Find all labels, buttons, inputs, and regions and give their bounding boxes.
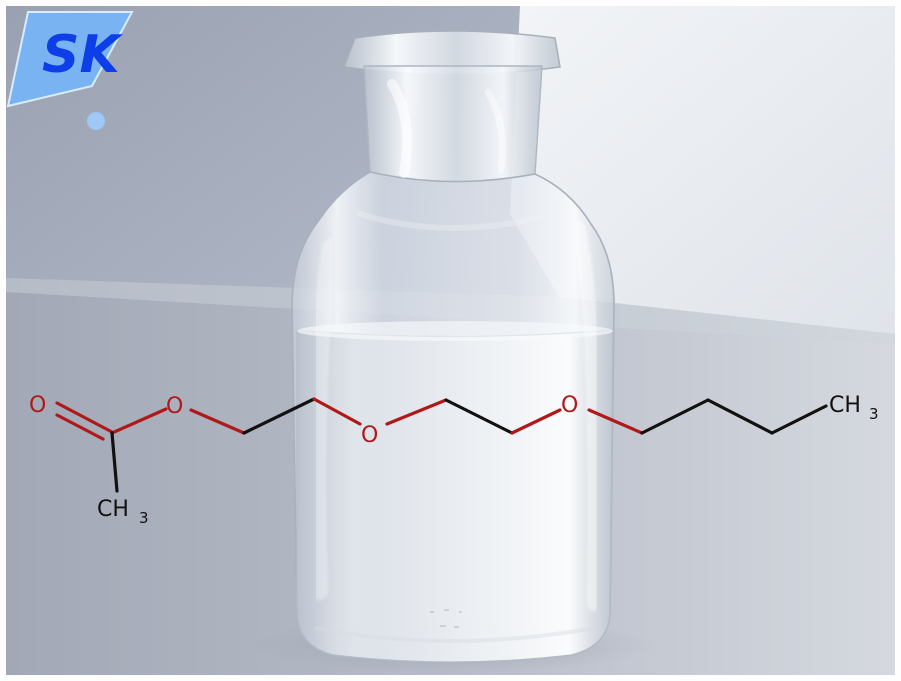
bottle-base-line [314,626,595,643]
shoulder-highlight [357,211,557,231]
neck-highlight-right [484,88,506,174]
ether-bond-2 [385,398,448,426]
methyl-bond-left [110,431,119,493]
logo-dot [87,112,105,130]
ester-oxygen-bond-right [189,408,246,435]
ether-bond-1 [312,397,362,426]
triangle-logo-icon [6,11,134,108]
ethylene-bond-2 [444,398,514,435]
body-highlight-left [308,239,340,600]
ether-bond-3 [510,408,562,435]
right-methyl-subscript: 3 [869,405,879,423]
right-ether-oxygen-label: O [561,393,578,418]
body-highlight-right [571,221,602,611]
ether-bond-4 [587,408,644,435]
ester-bond-left [110,407,168,435]
butyl-bond-1 [640,398,710,435]
carbonyl-oxygen-label: O [29,393,46,418]
middle-ether-oxygen-label: O [361,423,378,448]
bottle-base-marks [430,609,462,628]
liquid-surface-highlight [297,321,613,341]
logo-text: SK [42,25,123,85]
ethylene-bond-1 [242,397,316,435]
glass-bottle [291,30,615,663]
right-methyl-label: CH [829,393,861,418]
left-methyl-subscript: 3 [139,509,149,527]
carbonyl-bond-upper [55,401,114,434]
carbonyl-bond-lower [55,413,105,441]
ester-oxygen-label: O [166,394,183,419]
brand-logo: SK [6,11,134,130]
neck-highlight-left [387,79,413,178]
left-methyl-label: CH [97,497,129,522]
butyl-bond-2 [706,398,774,435]
butyl-bond-3 [770,404,828,435]
